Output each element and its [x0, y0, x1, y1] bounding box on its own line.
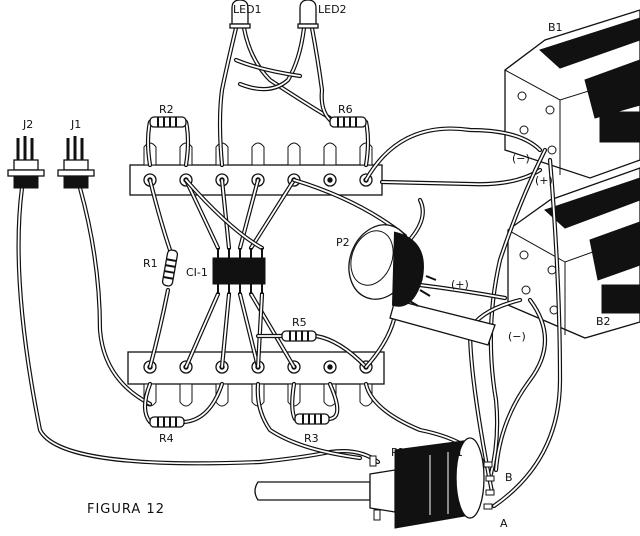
wire: [237, 25, 307, 92]
led-2: [297, 0, 319, 29]
wire: [183, 177, 265, 251]
wire: [142, 381, 153, 425]
wire: [183, 177, 221, 251]
resistor-r6: [329, 116, 367, 128]
figure-caption: FIGURA 12: [87, 502, 165, 517]
wire: [217, 25, 239, 168]
wire: [493, 297, 548, 473]
led1-label: LED1: [233, 3, 262, 16]
wire: [248, 177, 297, 251]
wires: [16, 25, 563, 509]
led2-label: LED2: [318, 3, 347, 16]
resistor-r1: [161, 249, 179, 287]
p1-label: P1: [391, 446, 405, 459]
wire: [363, 126, 543, 183]
wire: [233, 57, 303, 79]
r1-label: R1: [143, 257, 158, 270]
potentiometer-p2: [348, 224, 496, 346]
jack-j2: [7, 136, 45, 189]
wire: [487, 147, 548, 481]
wire: [183, 119, 191, 168]
ci1-label: CI-1: [186, 266, 208, 279]
battery-holder-b1: [504, 9, 640, 179]
wire: [237, 291, 261, 370]
wire: [147, 287, 171, 370]
solder-lug: [323, 142, 337, 187]
p2-label: P2: [336, 236, 350, 249]
wire: [145, 119, 153, 168]
resistor-r3: [294, 413, 330, 425]
wire: [219, 177, 232, 251]
r6-label: R6: [338, 103, 353, 116]
jack-j1: [57, 136, 95, 189]
r3-label: R3: [304, 432, 319, 445]
wire: [326, 381, 340, 422]
wire: [313, 333, 369, 370]
wire: [147, 177, 173, 253]
terminal-minus-top: (−): [512, 152, 530, 165]
terminal-plus-top: (+): [535, 174, 553, 187]
wire: [417, 282, 508, 301]
wire: [290, 381, 298, 422]
j2-label: J2: [22, 118, 33, 131]
terminal-plus-mid: (+): [451, 278, 469, 291]
wire: [241, 25, 333, 121]
wire: [467, 297, 523, 495]
resistor-r2: [149, 116, 187, 128]
resistor-r5: [281, 330, 317, 342]
led-1: [229, 0, 251, 29]
r4-label: R4: [159, 432, 174, 445]
wire: [309, 25, 333, 123]
wire: [181, 381, 225, 425]
wire: [77, 185, 153, 407]
wire: [183, 291, 221, 370]
b1-label: B1: [548, 21, 563, 34]
r5-label: R5: [292, 316, 307, 329]
wire: [255, 291, 265, 370]
r2-label: R2: [159, 103, 174, 116]
wire: [363, 119, 371, 168]
terminal-minus-mid: (−): [508, 330, 526, 343]
battery-holder-b2: [507, 167, 640, 339]
resistor-r4: [149, 416, 185, 428]
wire: [379, 167, 543, 187]
terminal-a: A: [500, 517, 508, 530]
wire: [491, 157, 563, 509]
wire: [248, 291, 297, 370]
j1-label: J1: [70, 118, 81, 131]
s1-label: S1: [449, 446, 463, 459]
b2-label: B2: [596, 315, 611, 328]
wire: [219, 291, 232, 370]
potentiometer-p1-switch-s1: [254, 437, 495, 529]
wire: [255, 381, 363, 461]
integrated-circuit-ci1: [212, 248, 266, 294]
terminal-b: B: [505, 471, 513, 484]
